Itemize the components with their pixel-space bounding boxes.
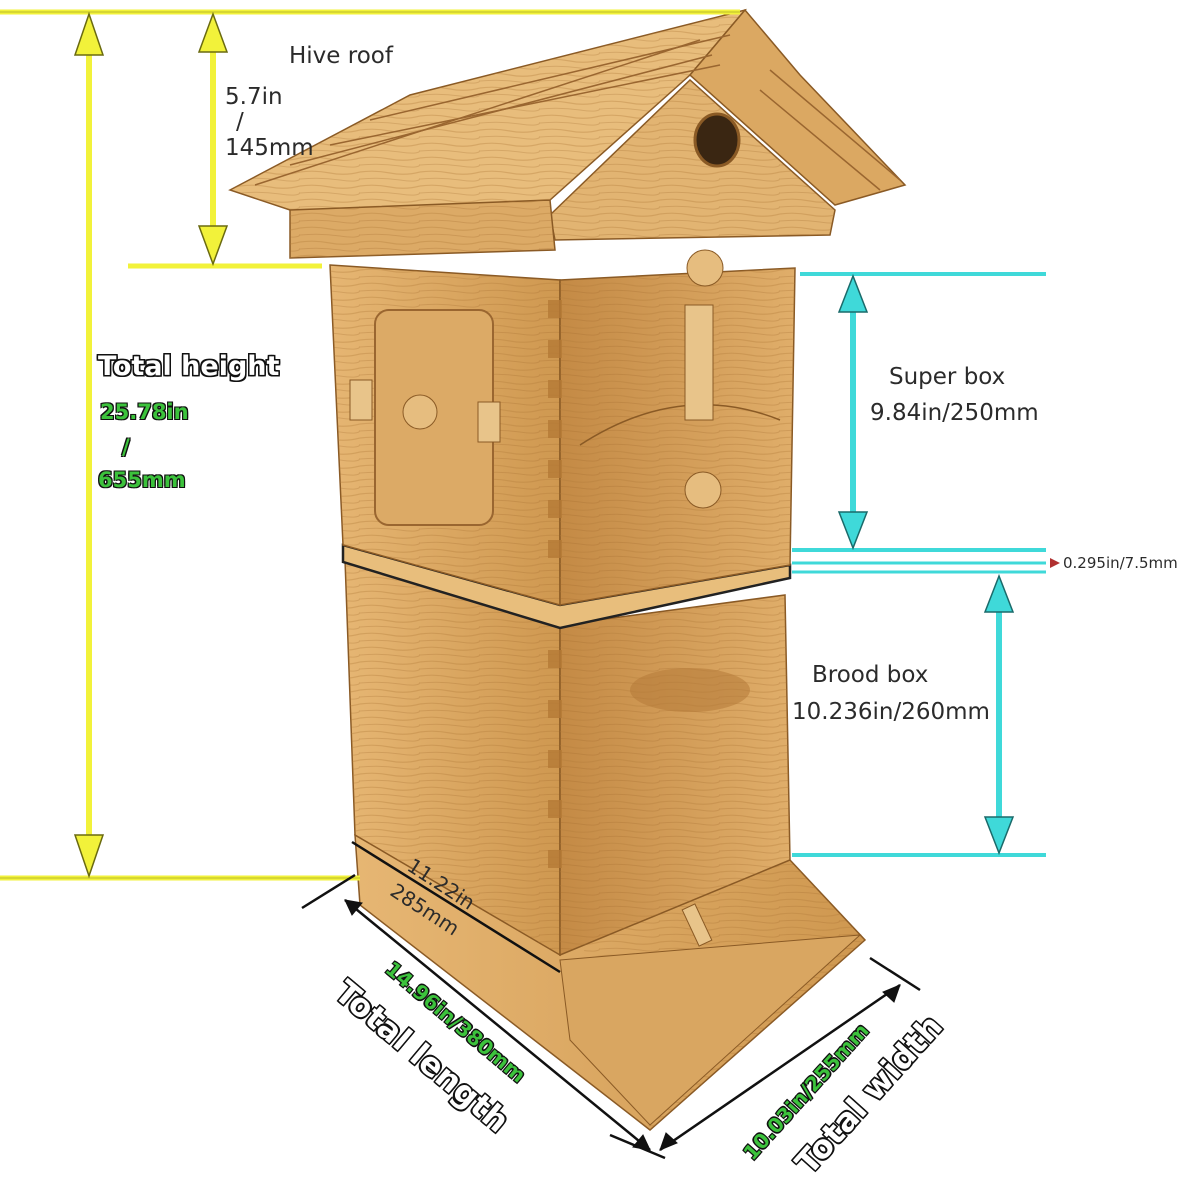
total-height-mm: 655mm — [98, 468, 186, 492]
total-height-label: Total height — [98, 351, 280, 382]
gap-dimension — [792, 558, 1060, 574]
super-box-label: Super box — [889, 364, 1006, 390]
gap-size: 0.295in/7.5mm — [1063, 554, 1178, 572]
hive — [228, 8, 907, 1131]
brood-box-label: Brood box — [812, 662, 929, 688]
super-box-size: 9.84in/250mm — [870, 400, 1039, 426]
roof-height-in: 5.7in — [225, 84, 283, 110]
length-width-dimensions — [301, 840, 921, 1160]
brood-box-dimension — [792, 573, 1046, 857]
roof-height-mm: 145mm — [225, 135, 314, 161]
super-box-dimension — [792, 272, 1046, 552]
brood-box-size: 10.236in/260mm — [792, 699, 990, 725]
total-height-dimension — [0, 9, 740, 881]
roof-height-sep: / — [236, 109, 244, 135]
total-height-in: 25.78in — [100, 400, 189, 424]
hive-roof-label: Hive roof — [289, 43, 393, 69]
total-height-sep: / — [122, 435, 130, 459]
roof-height-dimension — [128, 11, 322, 269]
